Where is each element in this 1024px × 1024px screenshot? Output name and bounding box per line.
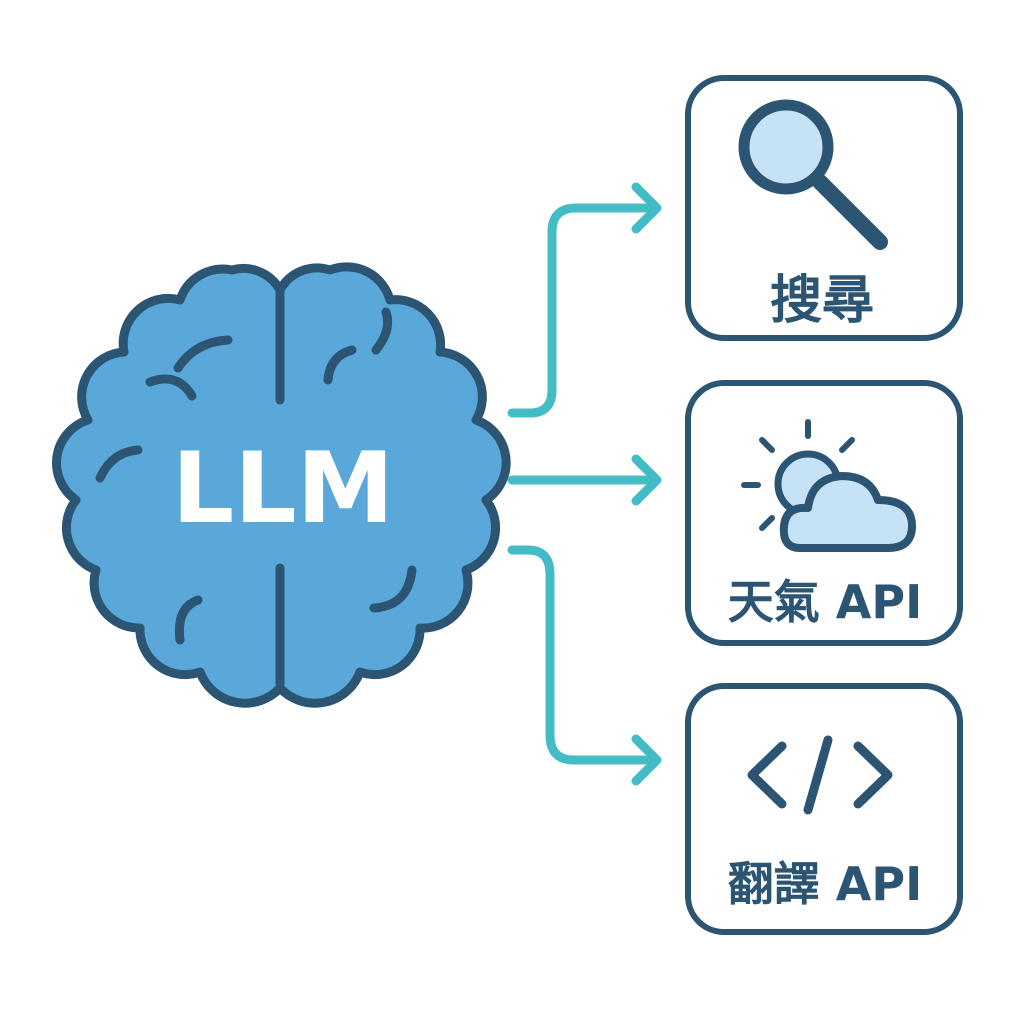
tool-card-translate: 翻譯 API xyxy=(685,683,963,935)
tool-label-translate: 翻譯 API xyxy=(728,857,922,911)
tool-label-weather: 天氣 API xyxy=(728,575,922,629)
tool-card-weather: 天氣 API xyxy=(685,380,963,646)
tool-label-search: 搜尋 xyxy=(770,271,874,331)
tool-card-search: 搜尋 xyxy=(685,75,963,341)
arrow-to-search xyxy=(507,182,662,418)
llm-label: LLM xyxy=(172,432,394,546)
arrow-to-translate xyxy=(507,545,662,786)
code-icon xyxy=(747,735,893,815)
weather-icon xyxy=(741,419,916,552)
brain-icon: LLM xyxy=(52,262,511,708)
arrow-to-weather xyxy=(507,454,662,506)
magnifier-icon xyxy=(738,99,888,250)
